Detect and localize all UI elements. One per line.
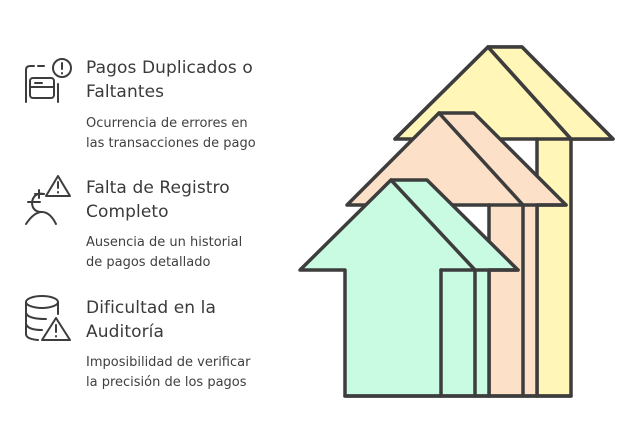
desc-line: Ausencia de un historial <box>86 235 243 250</box>
item-description: Ausencia de un historial de pagos detall… <box>86 233 242 273</box>
title-line: Faltantes <box>86 82 165 102</box>
item-title: Pagos Duplicados o Faltantes <box>86 56 253 104</box>
item-title: Falta de Registro Completo <box>86 176 230 224</box>
item-description: Imposibilidad de verificar la precisión … <box>86 353 250 393</box>
title-line: Completo <box>86 202 169 222</box>
euro-warning-icon <box>20 172 76 228</box>
green-arrow <box>298 178 520 398</box>
title-line: Auditoría <box>86 322 165 342</box>
desc-line: Ocurrencia de errores en <box>86 116 248 131</box>
database-warning-icon <box>20 292 76 348</box>
desc-line: Imposibilidad de verificar <box>86 355 251 370</box>
title-line: Pagos Duplicados o <box>86 58 253 78</box>
payment-card-alert-icon <box>20 54 76 110</box>
desc-line: de pagos detallado <box>86 255 211 270</box>
desc-line: la precisión de los pagos <box>86 375 247 390</box>
item-description: Ocurrencia de errores en las transaccion… <box>86 114 256 154</box>
title-line: Falta de Registro <box>86 178 230 198</box>
item-title: Dificultad en la Auditoría <box>86 296 216 344</box>
desc-line: las transacciones de pago <box>86 136 256 151</box>
title-line: Dificultad en la <box>86 298 217 318</box>
